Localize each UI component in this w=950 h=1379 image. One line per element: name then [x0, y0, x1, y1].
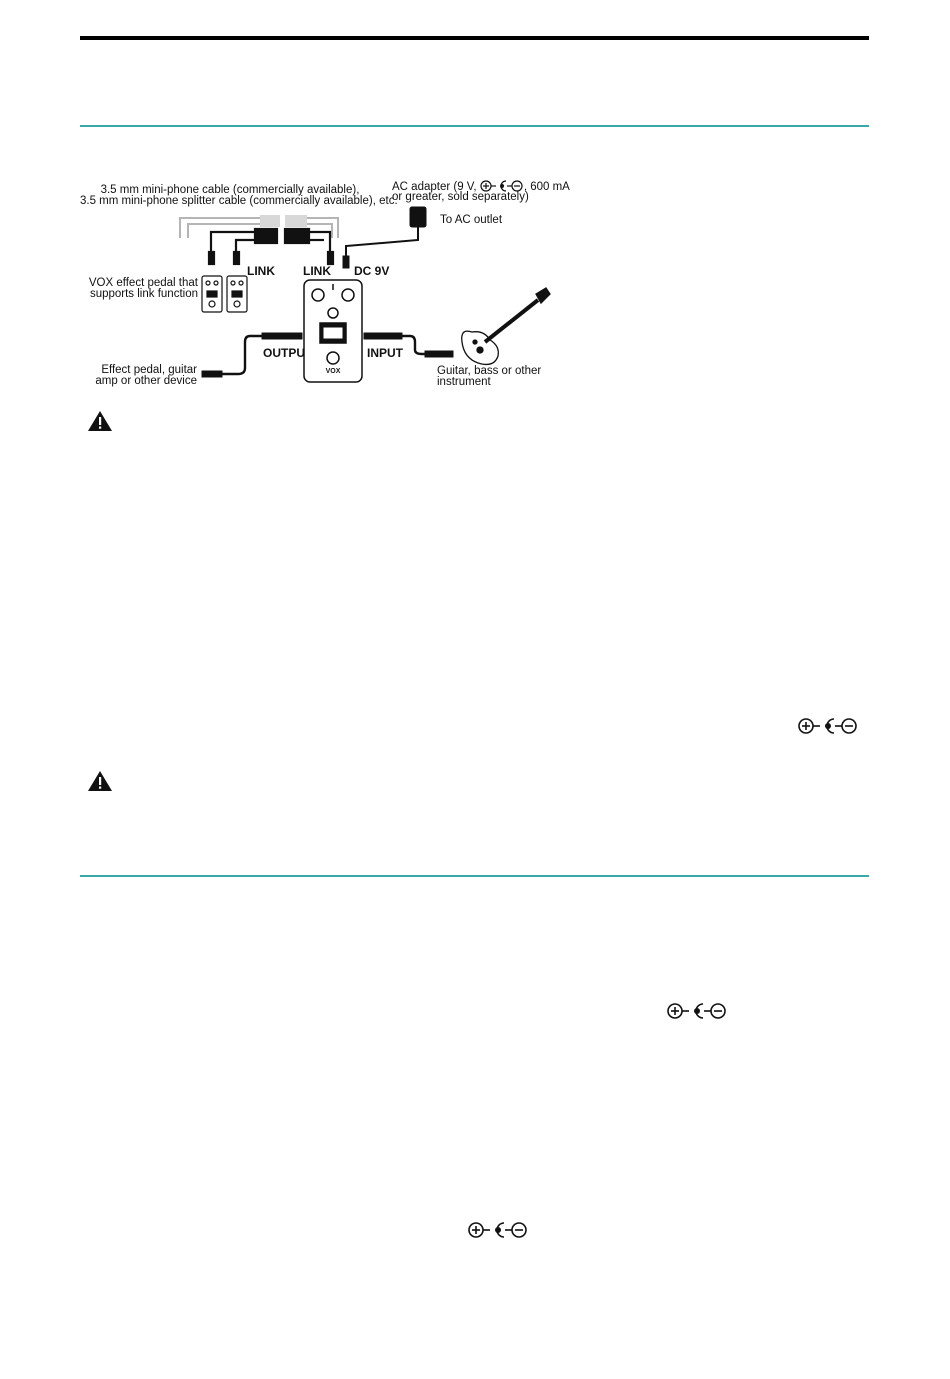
svg-text:VOX: VOX	[326, 368, 341, 375]
vox-link-pedals	[201, 275, 248, 313]
header-rule	[80, 36, 869, 40]
effect-label-line2: amp or other device	[95, 375, 197, 387]
ac-adapter	[342, 206, 427, 269]
connection-diagram: 3.5 mm mini-phone cable (commercially av…	[80, 170, 580, 400]
guitar-label-line2: instrument	[437, 376, 491, 388]
output-cable	[201, 332, 303, 378]
main-pedal: VOX	[303, 279, 363, 383]
polarity-icon	[468, 1222, 527, 1238]
vox-pedal-label-line1: VOX effect pedal that	[88, 277, 198, 289]
link-label-right: LINK	[303, 264, 331, 278]
link-label-left: LINK	[247, 264, 275, 278]
polarity-icon	[480, 180, 523, 192]
input-cable	[363, 332, 454, 358]
adapter-label-line2: or greater, sold separately)	[392, 191, 529, 203]
polarity-icon	[667, 1003, 726, 1019]
polarity-icon	[798, 718, 857, 734]
adapter-label-line1: AC adapter (9 V, , 600 mA	[392, 180, 570, 193]
grey-cables	[179, 215, 339, 238]
ac-outlet-label: To AC outlet	[440, 214, 503, 226]
adapter-label-post: , 600 mA	[523, 181, 570, 193]
section-rule-1	[80, 125, 869, 127]
effect-label-line1: Effect pedal, guitar	[101, 364, 197, 376]
output-label: OUTPUT	[263, 346, 313, 360]
guitar-icon	[461, 287, 551, 366]
dc9v-label: DC 9V	[354, 264, 390, 278]
section-rule-2	[80, 875, 869, 877]
diagram-drawing: VOX	[179, 206, 551, 383]
warning-icon	[88, 411, 112, 431]
input-label: INPUT	[367, 346, 403, 360]
vox-pedal-label-line2: supports link function	[89, 288, 198, 300]
adapter-label-pre: AC adapter (9 V,	[392, 181, 477, 193]
warning-icon	[88, 771, 112, 791]
cable-label-line1: 3.5 mm mini-phone cable (commercially av…	[100, 184, 360, 196]
link-cables	[207, 227, 335, 266]
guitar-label-line1: Guitar, bass or other	[437, 365, 542, 377]
cable-label-line2: 3.5 mm mini-phone splitter cable (commer…	[80, 195, 398, 207]
